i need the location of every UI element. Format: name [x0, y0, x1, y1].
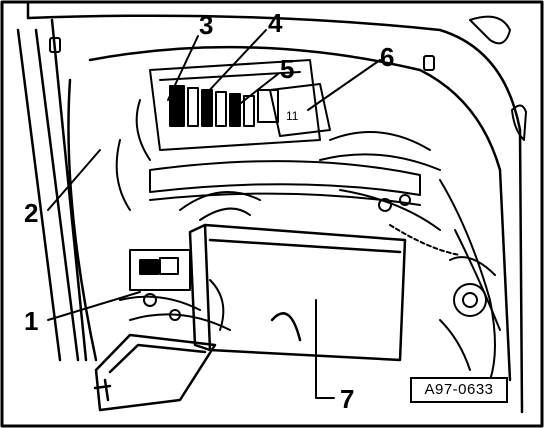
battery-tray — [93, 333, 217, 412]
callout-6: 6 — [380, 42, 395, 72]
svg-text:11: 11 — [286, 109, 299, 123]
relay-box — [115, 59, 321, 211]
callout-5: 5 — [280, 54, 295, 84]
body-panel — [16, 2, 527, 414]
leader-7 — [315, 299, 335, 399]
fuse-cover: 11 — [269, 83, 331, 137]
leader-3 — [167, 35, 199, 101]
connector-cluster — [119, 249, 231, 331]
hoses-and-crossmember — [149, 131, 461, 256]
leader-6 — [307, 59, 381, 111]
leader-2 — [47, 149, 101, 211]
leader-1 — [47, 291, 141, 321]
wheel-arch — [439, 179, 501, 381]
callout-4: 4 — [268, 8, 283, 38]
leader-5 — [231, 73, 279, 111]
callout-3: 3 — [199, 10, 214, 40]
callout-1: 1 — [24, 306, 39, 336]
callout-2: 2 — [24, 198, 39, 228]
leader-lines — [47, 29, 381, 399]
leader-4 — [203, 29, 267, 97]
figure-reference-code: A97-0633 — [410, 377, 508, 403]
callout-7: 7 — [340, 384, 355, 414]
battery — [188, 223, 407, 362]
